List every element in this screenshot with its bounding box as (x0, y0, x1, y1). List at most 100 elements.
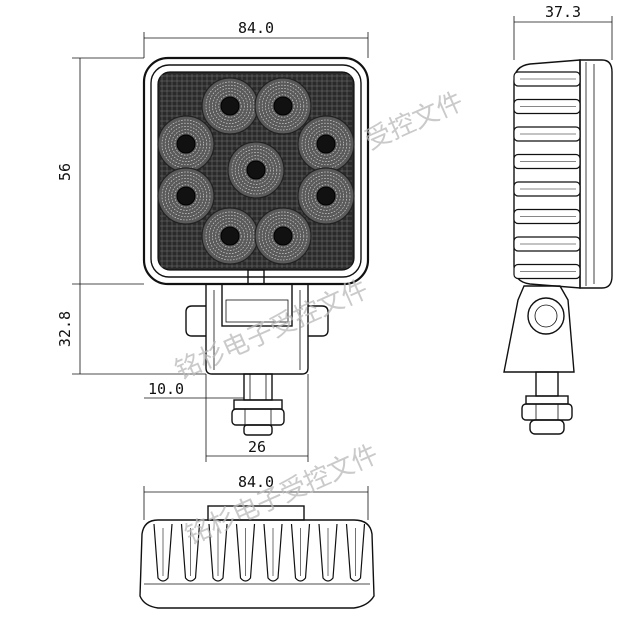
bottom-top-tab (207, 505, 305, 521)
reflector-facet (208, 214, 252, 258)
dim-front-width: 84.0 (238, 19, 274, 37)
knob-left (185, 305, 206, 337)
dim-bracket-width: 26 (248, 438, 266, 456)
side-view (503, 59, 613, 435)
reflector-facet (171, 129, 201, 159)
led-emitter (220, 226, 240, 246)
reflector-facet (314, 132, 338, 156)
led-emitter (273, 96, 293, 116)
led-reflector (297, 167, 355, 225)
reflector-facet (174, 184, 198, 208)
reflector-facet (311, 181, 341, 211)
reflector-facet (304, 174, 348, 218)
dim-side-depth: 37.3 (545, 3, 581, 21)
reflector-facet (218, 224, 242, 248)
led-reflector (201, 207, 259, 265)
led-array (157, 77, 355, 265)
reflector-facet (261, 84, 305, 128)
reflector-facet (258, 211, 308, 261)
bottom-body (139, 519, 375, 609)
side-fins (513, 71, 581, 280)
bracket-block (221, 283, 293, 327)
led-reflector (297, 115, 355, 173)
led-emitter (316, 186, 336, 206)
bottom-fins (153, 523, 366, 582)
reflector-facet (212, 88, 248, 124)
side-bracket (503, 285, 575, 373)
side-bolt-tip (529, 419, 565, 435)
reflector-facet (164, 122, 208, 166)
led-emitter (176, 186, 196, 206)
side-nut-top (525, 395, 569, 405)
bracket-window (225, 299, 289, 323)
front-housing-inner (150, 64, 362, 278)
led-reflector (157, 167, 215, 225)
knob-right (308, 305, 329, 337)
reflector-facet (268, 91, 298, 121)
reflector-facet (265, 88, 301, 124)
bottom-view (139, 505, 375, 609)
led-reflector (254, 77, 312, 135)
reflector-facet (215, 91, 245, 121)
reflector-facet (314, 184, 338, 208)
side-body (513, 59, 581, 289)
reflector-facet (265, 218, 301, 254)
led-emitter (246, 160, 266, 180)
reflector-facet (161, 171, 211, 221)
watermark-text: 受控文件 (361, 87, 468, 157)
side-bolt-stem (535, 371, 559, 397)
reflector-facet (304, 122, 348, 166)
reflector-facet (271, 224, 295, 248)
dim-front-height: 56 (56, 163, 74, 181)
reflector-facet (244, 158, 268, 182)
reflector-facet (261, 214, 305, 258)
reflector-facet (231, 145, 281, 195)
reflector-facet (234, 148, 278, 192)
watermark-text: 铭杉电子受控文件 (171, 274, 373, 386)
side-dimensions: 37.3 (513, 3, 613, 60)
led-emitter (220, 96, 240, 116)
led-emitter (273, 226, 293, 246)
dim-bolt-offset: 10.0 (148, 380, 184, 398)
reflector-facet (271, 94, 295, 118)
reflector-facet (212, 218, 248, 254)
led-reflector (201, 77, 259, 135)
front-view (142, 56, 370, 436)
front-dimensions: 84.0 56 32.8 10.0 26 (56, 19, 369, 462)
reflector-facet (171, 181, 201, 211)
reflector-facet (164, 174, 208, 218)
reflector-facet (174, 132, 198, 156)
side-lens-face (579, 59, 613, 289)
dim-bracket-height: 32.8 (56, 311, 74, 347)
led-reflector (157, 115, 215, 173)
led-reflector (227, 141, 285, 199)
front-bolt-tip (243, 424, 273, 436)
reflector-facet (205, 81, 255, 131)
reflector-facet (308, 126, 344, 162)
led-emitter (176, 134, 196, 154)
bottom-dimensions: 84.0 (143, 473, 369, 520)
front-nut-top (233, 399, 283, 410)
reflector-facet (268, 221, 298, 251)
led-emitter (316, 134, 336, 154)
reflector-facet (311, 129, 341, 159)
reflector-facet (308, 178, 344, 214)
led-reflector (254, 207, 312, 265)
side-nut (521, 403, 573, 421)
side-knob (527, 297, 565, 335)
reflector-facet (238, 152, 274, 188)
reflector-facet (205, 211, 255, 261)
side-knob-inner (534, 304, 558, 328)
front-bolt-stem (243, 373, 273, 401)
reflector-facet (241, 155, 271, 185)
reflector-facet (168, 126, 204, 162)
dim-bottom-width: 84.0 (238, 473, 274, 491)
reflector-facet (258, 81, 308, 131)
reflector-facet (168, 178, 204, 214)
front-nut (231, 408, 285, 426)
reflector-facet (208, 84, 252, 128)
reflector-facet (218, 94, 242, 118)
reflector-facet (215, 221, 245, 251)
